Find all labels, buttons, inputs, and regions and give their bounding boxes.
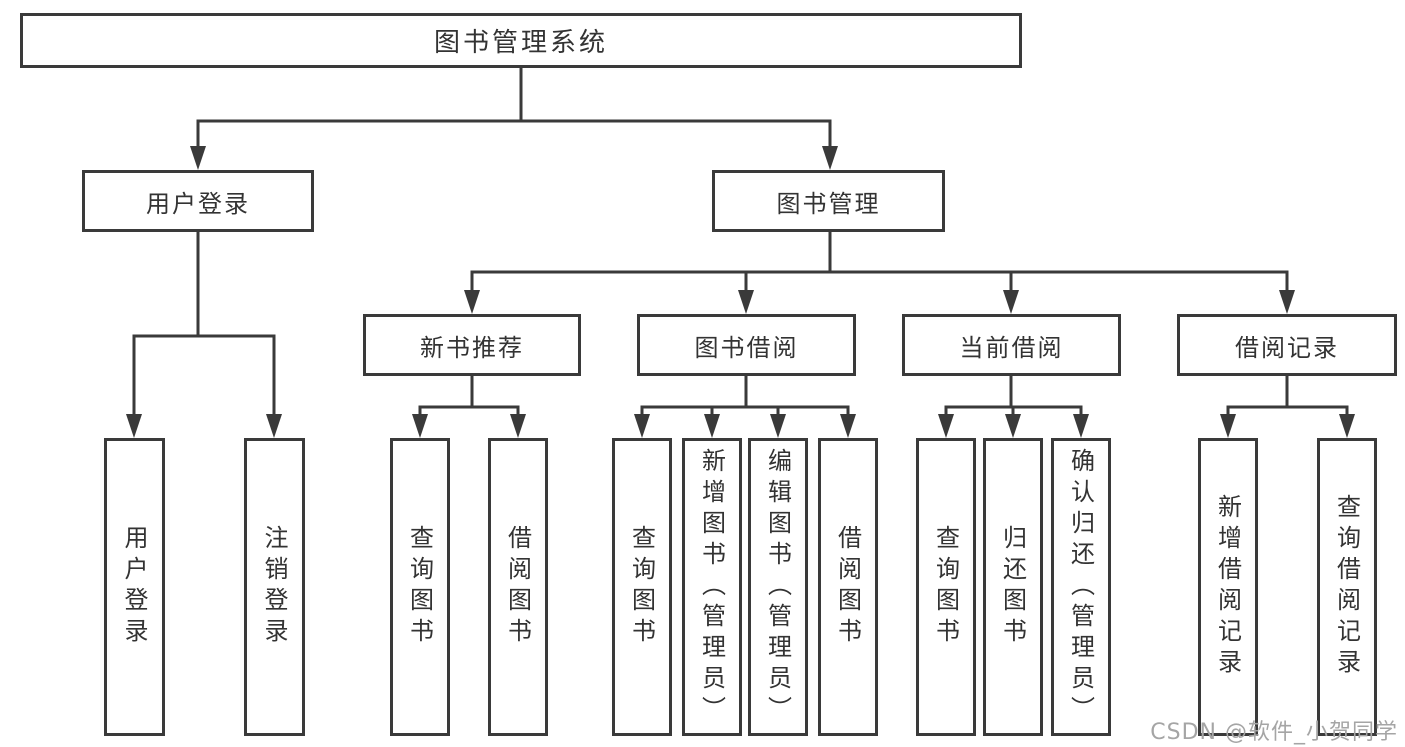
leaf-confirm-return-admin-label: 确认归还（管理员） <box>1066 447 1095 727</box>
leaf-query-books-recommend-label: 查询图书 <box>405 525 434 649</box>
leaf-add-borrow-record: 新增借阅记录 <box>1198 438 1258 736</box>
node-borrowing-records-label: 借阅记录 <box>1235 333 1339 362</box>
node-current-borrowing-label: 当前借阅 <box>959 333 1064 362</box>
leaf-add-book-admin: 新增图书（管理员） <box>682 438 742 736</box>
leaf-logout-label: 注销登录 <box>260 525 288 649</box>
leaf-query-books-current-label: 查询图书 <box>931 525 960 649</box>
csdn-watermark: CSDN @软件_小贺同学 <box>1150 720 1398 745</box>
leaf-user-login-label: 用户登录 <box>120 525 148 649</box>
node-root-label: 图书管理系统 <box>433 28 608 58</box>
node-new-book-recommendation: 新书推荐 <box>363 314 581 376</box>
node-root: 图书管理系统 <box>20 13 1022 68</box>
node-current-borrowing: 当前借阅 <box>902 314 1121 376</box>
node-user-login: 用户登录 <box>82 170 314 232</box>
leaf-logout: 注销登录 <box>244 438 305 736</box>
leaf-borrow-books-borrowing-label: 借阅图书 <box>833 525 862 649</box>
leaf-query-books-borrowing-label: 查询图书 <box>627 525 656 649</box>
leaf-query-books-borrowing: 查询图书 <box>612 438 672 736</box>
leaf-borrow-books-borrowing: 借阅图书 <box>818 438 878 736</box>
node-user-login-label: 用户登录 <box>146 189 250 218</box>
leaf-add-borrow-record-label: 新增借阅记录 <box>1213 494 1242 680</box>
leaf-query-borrow-record: 查询借阅记录 <box>1317 438 1377 736</box>
node-new-book-recommendation-label: 新书推荐 <box>420 333 524 362</box>
node-book-management-label: 图书管理 <box>776 189 881 218</box>
leaf-user-login: 用户登录 <box>104 438 165 736</box>
leaf-borrow-books-recommend-label: 借阅图书 <box>503 525 532 649</box>
node-book-management: 图书管理 <box>712 170 945 232</box>
leaf-confirm-return-admin: 确认归还（管理员） <box>1051 438 1111 736</box>
node-book-borrowing-label: 图书借阅 <box>694 333 799 362</box>
leaf-return-books: 归还图书 <box>983 438 1043 736</box>
leaf-query-borrow-record-label: 查询借阅记录 <box>1332 494 1361 680</box>
leaf-add-book-admin-label: 新增图书（管理员） <box>697 447 726 727</box>
leaf-edit-book-admin: 编辑图书（管理员） <box>748 438 808 736</box>
leaf-query-books-current: 查询图书 <box>916 438 976 736</box>
node-book-borrowing: 图书借阅 <box>637 314 856 376</box>
leaf-query-books-recommend: 查询图书 <box>390 438 450 736</box>
leaf-return-books-label: 归还图书 <box>998 525 1027 649</box>
node-borrowing-records: 借阅记录 <box>1177 314 1397 376</box>
leaf-edit-book-admin-label: 编辑图书（管理员） <box>763 447 792 727</box>
leaf-borrow-books-recommend: 借阅图书 <box>488 438 548 736</box>
